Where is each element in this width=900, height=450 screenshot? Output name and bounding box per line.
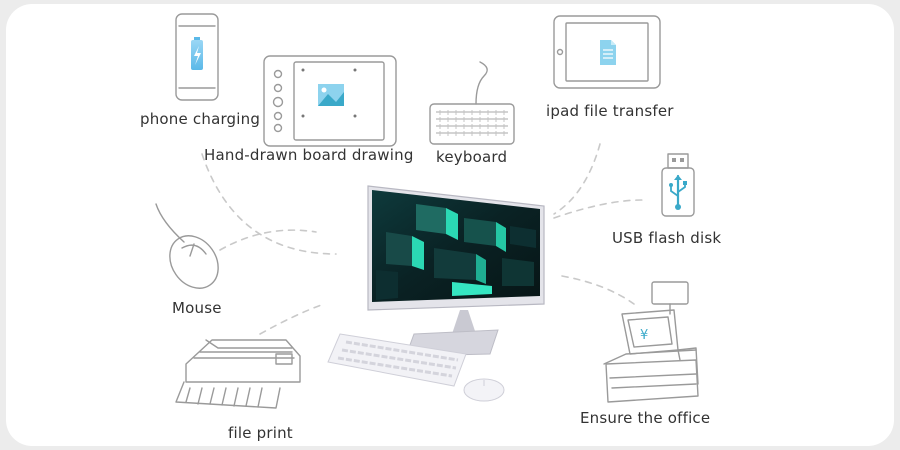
diagram-canvas: ¥: [6, 4, 894, 446]
all-in-one-computer: [327, 185, 545, 402]
register-yen-symbol: ¥: [640, 328, 648, 343]
label-mouse: Mouse: [172, 299, 222, 317]
keyboard-icon: [429, 61, 515, 145]
cash-register-icon: ¥: [603, 281, 699, 403]
ipad-icon: [553, 15, 661, 89]
phone-icon: [175, 13, 219, 101]
label-phone-charging: phone charging: [140, 110, 261, 128]
label-ipad-transfer: ipad file transfer: [546, 102, 674, 120]
drawing-tablet-icon: [263, 55, 397, 147]
screen-wallpaper: [376, 204, 536, 300]
label-file-print: file print: [228, 424, 293, 442]
diagram-art: ¥: [155, 13, 699, 409]
printer-icon: [175, 339, 301, 409]
label-usb-disk: USB flash disk: [612, 229, 722, 247]
label-board-drawing: Hand-drawn board drawing: [204, 146, 414, 164]
label-keyboard: keyboard: [436, 148, 508, 166]
mouse-icon: [155, 203, 219, 289]
connector-lines: [201, 143, 643, 335]
label-office: Ensure the office: [580, 409, 711, 427]
usb-drive-icon: [661, 153, 695, 217]
